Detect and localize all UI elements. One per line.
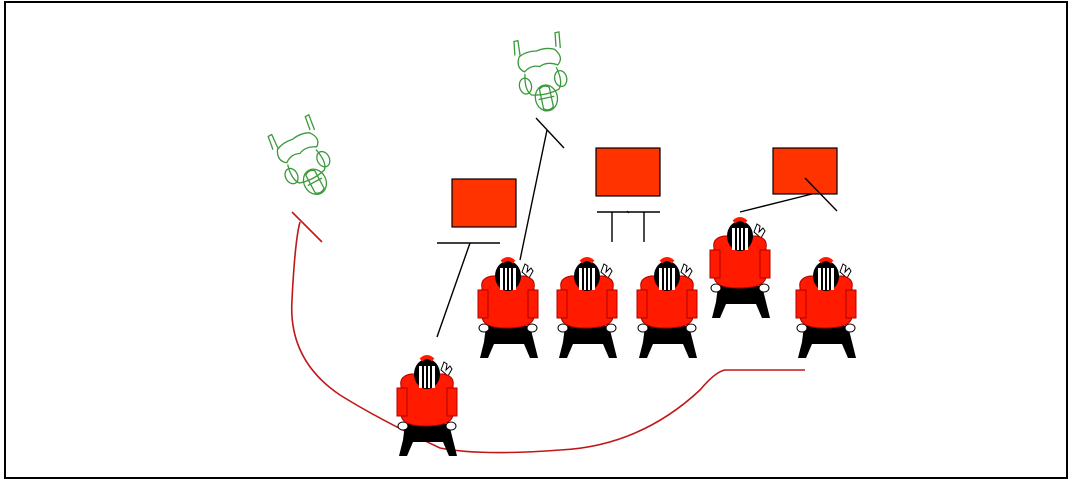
offense-player-lg <box>555 257 619 360</box>
offense-player-qb <box>395 355 459 458</box>
block-line-lt-to-lb <box>519 129 548 261</box>
defense-player-middle <box>509 31 576 117</box>
diagram-frame <box>4 1 1068 479</box>
offense-player-c <box>635 257 699 360</box>
offense-player-rg <box>708 217 772 320</box>
block-line-middle-tick <box>626 210 630 214</box>
qb-route-line <box>290 221 805 454</box>
qb-route-end-block <box>291 211 323 243</box>
block-line-box-right-arm <box>804 177 838 212</box>
block-box-left <box>451 178 517 228</box>
block-line-rg-to-box <box>739 193 813 213</box>
offense-player-lt <box>476 257 540 360</box>
defense-player-left <box>263 114 345 206</box>
block-line-lb-arm <box>535 117 565 149</box>
block-box-right <box>772 147 838 195</box>
block-box-middle <box>595 147 661 197</box>
offense-player-rt <box>794 257 858 360</box>
block-line-qb <box>436 242 471 338</box>
